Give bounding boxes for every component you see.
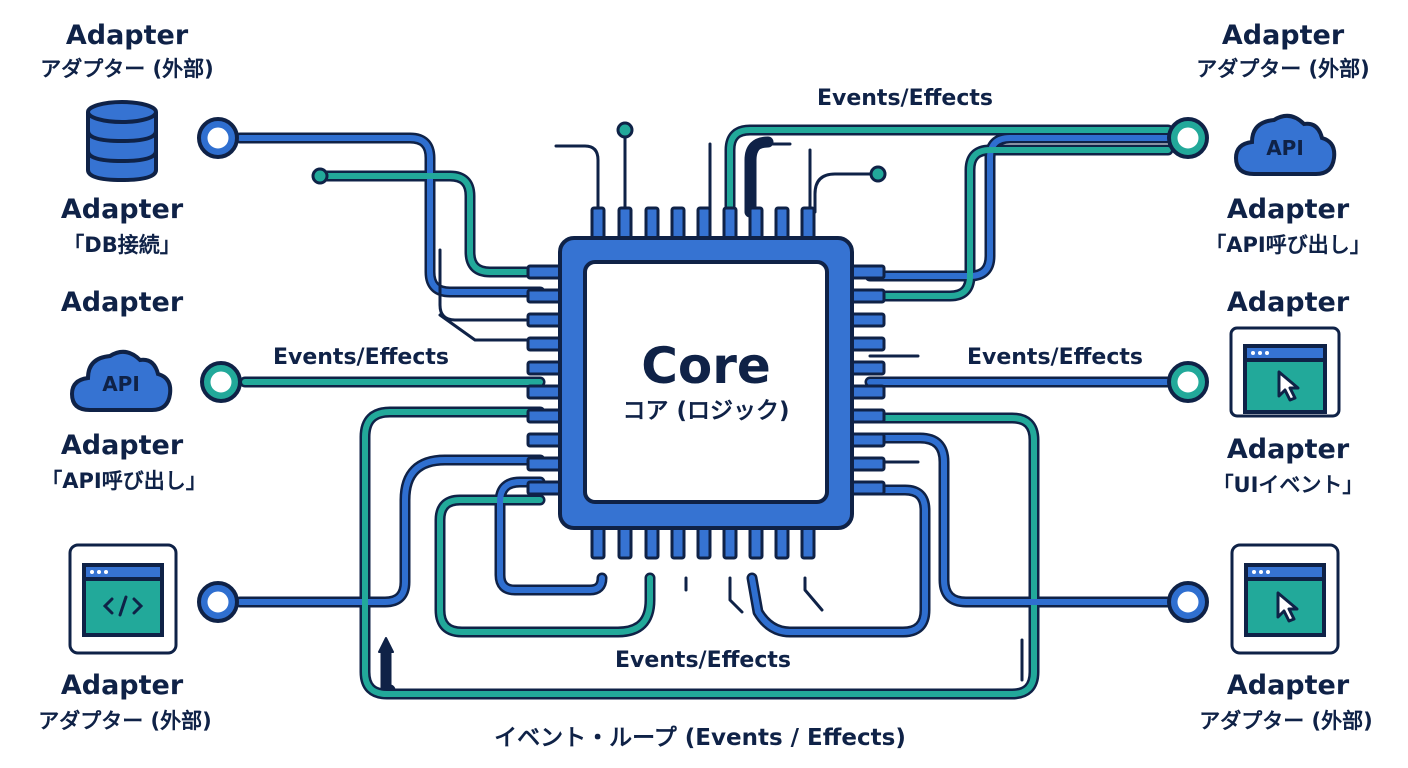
chip-pin-bottom-5	[696, 524, 712, 560]
chip-pin-left-5	[526, 360, 564, 376]
chip-pin-right-8	[848, 432, 886, 448]
event-loop-caption: イベント・ループ (Events / Effects)	[494, 725, 906, 751]
chip-pin-left-2	[526, 288, 564, 304]
left-adapter-1-title: Adapter	[65, 20, 189, 51]
event-label-left: Events/Effects	[272, 345, 450, 370]
chip-pin-left-10	[526, 480, 564, 496]
cursor-window-icon	[1230, 543, 1340, 655]
chip-pin-left-4	[526, 336, 564, 352]
right-adapter-3-caption-title: Adapter	[1226, 670, 1350, 701]
database-icon	[86, 100, 158, 183]
chip-pin-bottom-7	[748, 524, 764, 560]
chip-pin-top-4	[670, 206, 686, 242]
chip-pin-right-5	[848, 360, 886, 376]
code-window-icon	[68, 543, 178, 655]
left-adapter-1-caption: 「DB接続」	[63, 233, 181, 257]
chip-pin-bottom-4	[670, 524, 686, 560]
chip-pin-bottom-2	[617, 524, 633, 560]
right-adapter-2-caption: 「UIイベント」	[1212, 473, 1364, 497]
left-adapter-3-caption-title: Adapter	[60, 670, 184, 701]
left-adapter-2-caption-title: Adapter	[60, 430, 184, 461]
chip-pin-right-6	[848, 384, 886, 400]
right-adapter-3-caption: アダプター (外部)	[1199, 709, 1373, 733]
chip-pin-top-3	[644, 206, 660, 242]
chip-pin-bottom-6	[722, 524, 738, 560]
chip-pin-right-7	[848, 408, 886, 424]
chip-pin-right-2	[848, 288, 886, 304]
chip-pin-bottom-1	[590, 524, 606, 560]
left-adapter-3-caption: アダプター (外部)	[38, 709, 212, 733]
chip-pin-right-3	[848, 312, 886, 328]
chip-pin-right-10	[848, 480, 886, 496]
core-title: Core	[641, 337, 771, 395]
right-adapter-2-title: Adapter	[1226, 287, 1350, 318]
right-adapter-1-caption-title: Adapter	[1226, 194, 1350, 225]
chip-pin-top-7	[748, 206, 764, 242]
cloud-api-icon: API	[1232, 106, 1338, 180]
chip-pin-bottom-3	[644, 524, 660, 560]
left-adapter-2-icon-text: API	[102, 372, 140, 396]
right-adapter-2-caption-title: Adapter	[1226, 434, 1350, 465]
chip-pin-right-4	[848, 336, 886, 352]
left-adapter-1-caption-title: Adapter	[60, 194, 184, 225]
right-adapter-1-title: Adapter	[1221, 20, 1345, 51]
chip-pin-top-9	[800, 206, 816, 242]
chip-pin-top-2	[617, 206, 633, 242]
chip-pin-left-3	[526, 312, 564, 328]
chip-pin-right-9	[848, 456, 886, 472]
chip-pin-left-9	[526, 456, 564, 472]
chip-pin-left-6	[526, 384, 564, 400]
left-adapter-1-subtitle: アダプター (外部)	[40, 57, 214, 81]
event-label-loop: Events/Effects	[614, 648, 792, 673]
chip-pin-top-8	[774, 206, 790, 242]
chip-pin-right-1	[848, 264, 886, 280]
chip-pin-left-7	[526, 408, 564, 424]
right-adapter-1-icon-text: API	[1266, 136, 1304, 160]
chip-pin-top-1	[590, 206, 606, 242]
core-subtitle: コア (ロジック)	[622, 398, 790, 424]
event-label-top: Events/Effects	[816, 86, 994, 111]
chip-pin-left-8	[526, 432, 564, 448]
cursor-window-icon	[1229, 326, 1341, 418]
chip-pin-bottom-9	[800, 524, 816, 560]
chip-pin-top-5	[696, 206, 712, 242]
cloud-api-icon: API	[68, 342, 174, 416]
right-adapter-1-caption: 「API呼び出し」	[1205, 233, 1371, 257]
chip-pin-bottom-8	[774, 524, 790, 560]
chip-pin-left-1	[526, 264, 564, 280]
left-adapter-2-caption: 「API呼び出し」	[41, 469, 207, 493]
event-label-right: Events/Effects	[966, 345, 1144, 370]
left-adapter-2-title: Adapter	[60, 287, 184, 318]
chip-pin-top-6	[722, 206, 738, 242]
right-adapter-1-subtitle: アダプター (外部)	[1196, 57, 1370, 81]
